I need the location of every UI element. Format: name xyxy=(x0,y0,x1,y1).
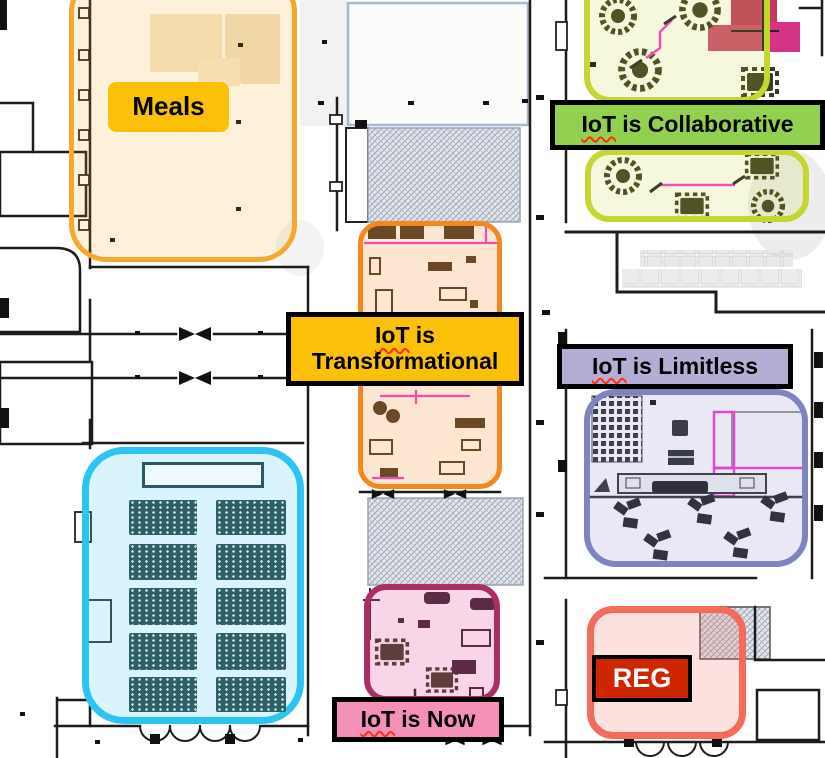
label-limitless: IoT is Limitless xyxy=(557,344,793,389)
stage-outline xyxy=(142,462,264,488)
label-transformational-iot: IoT xyxy=(375,322,410,349)
label-now-iot: IoT xyxy=(360,705,396,732)
label-registration: REG xyxy=(592,655,692,702)
seating-block xyxy=(129,544,197,580)
seating-block xyxy=(129,677,197,712)
label-registration-text: REG xyxy=(612,663,672,694)
seating-block xyxy=(216,544,286,580)
seating-block xyxy=(129,500,197,535)
label-now-rest: is Now xyxy=(401,705,476,732)
label-collaborative: IoT is Collaborative xyxy=(550,100,825,150)
seating-block xyxy=(129,633,197,670)
label-limitless-rest: is Limitless xyxy=(632,352,758,379)
label-transformational-rest: is xyxy=(415,322,435,349)
label-collaborative-iot: IoT xyxy=(581,111,617,138)
label-transformational: IoT is Transformational xyxy=(286,312,524,386)
seating-block xyxy=(216,500,286,535)
label-transformational-line2: Transformational xyxy=(311,348,499,374)
region-collaborative-upper xyxy=(584,0,770,103)
label-collaborative-rest: is Collaborative xyxy=(622,111,794,138)
label-meals: Meals xyxy=(108,82,229,132)
seating-block xyxy=(216,677,286,712)
label-now: IoT is Now xyxy=(332,697,504,742)
seating-block xyxy=(216,633,286,670)
region-limitless xyxy=(584,389,808,567)
region-now xyxy=(364,584,500,702)
region-collaborative-lower xyxy=(585,149,809,222)
seating-block xyxy=(216,588,286,625)
label-limitless-iot: IoT xyxy=(592,352,627,379)
seating-block xyxy=(129,588,197,625)
label-meals-text: Meals xyxy=(132,91,205,122)
